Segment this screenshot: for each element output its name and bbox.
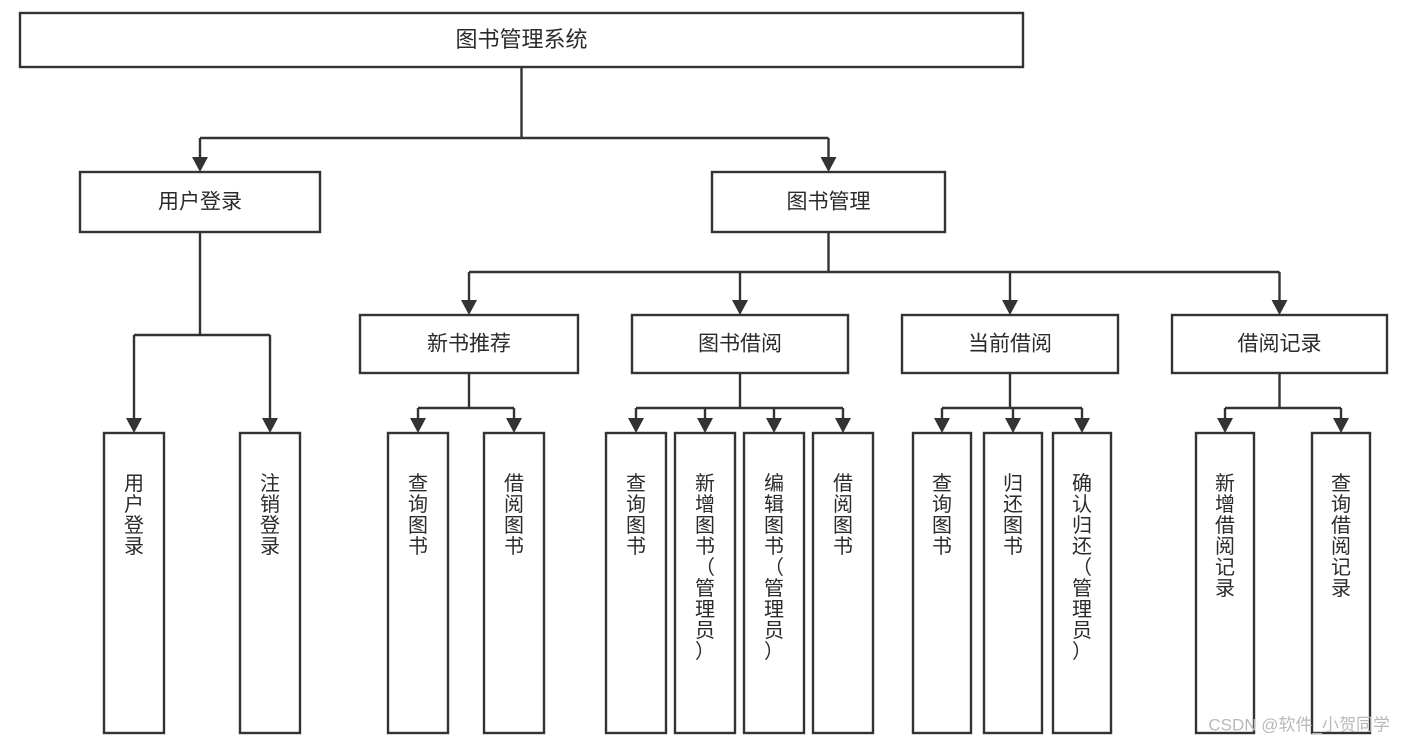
node-label: 新增借阅记录	[1215, 472, 1235, 600]
node-label: 编辑图书（管理员）	[764, 472, 784, 663]
node-leaf-borrow-edit: 编辑图书（管理员）	[742, 431, 806, 735]
node-new-book-recommend: 新书推荐	[358, 313, 580, 375]
arrow-head	[126, 418, 142, 433]
node-label: 借阅记录	[1238, 333, 1322, 356]
node-current-borrow: 当前借阅	[900, 313, 1120, 375]
node-root: 图书管理系统	[18, 11, 1025, 69]
node-box	[386, 431, 450, 735]
node-leaf-current-query: 查询图书	[911, 431, 973, 735]
node-label: 图书借阅	[698, 333, 782, 356]
node-box	[742, 431, 806, 735]
node-label: 查询图书	[408, 472, 428, 558]
node-label: 查询借阅记录	[1331, 472, 1351, 600]
node-leaf-record-query: 查询借阅记录	[1310, 431, 1372, 735]
arrow-head	[766, 418, 782, 433]
node-label: 确认归还（管理员）	[1072, 472, 1092, 663]
node-box	[604, 431, 668, 735]
node-box	[811, 431, 875, 735]
node-box	[1051, 431, 1113, 735]
node-box	[900, 313, 1120, 375]
node-leaf-user-logout: 注销登录	[238, 431, 302, 735]
node-leaf-borrow-lend: 借阅图书	[811, 431, 875, 735]
arrow-head	[410, 418, 426, 433]
arrow-head	[1333, 418, 1349, 433]
arrow-head	[262, 418, 278, 433]
node-book-manage: 图书管理	[710, 170, 947, 234]
arrow-head	[697, 418, 713, 433]
arrow-head	[192, 157, 208, 172]
node-label: 新书推荐	[427, 333, 511, 356]
node-label: 查询图书	[626, 472, 646, 558]
node-box	[630, 313, 850, 375]
arrow-head	[1217, 418, 1233, 433]
node-label: 图书管理	[787, 191, 871, 214]
arrow-head	[628, 418, 644, 433]
node-leaf-recommend-query: 查询图书	[386, 431, 450, 735]
arrow-head	[1271, 300, 1288, 315]
arrow-head	[1074, 418, 1090, 433]
node-leaf-borrow-query: 查询图书	[604, 431, 668, 735]
node-book-borrow: 图书借阅	[630, 313, 850, 375]
arrow-head	[506, 418, 522, 433]
node-box	[1310, 431, 1372, 735]
node-label: 查询图书	[932, 472, 952, 558]
node-leaf-borrow-add: 新增图书（管理员）	[673, 431, 737, 735]
arrow-head	[1002, 300, 1018, 315]
node-label: 注销登录	[260, 472, 280, 558]
node-label: 当前借阅	[968, 333, 1052, 356]
node-box	[102, 431, 166, 735]
node-leaf-current-confirm: 确认归还（管理员）	[1051, 431, 1113, 735]
arrow-head	[732, 300, 748, 315]
arrow-head	[934, 418, 950, 433]
arrow-head	[1005, 418, 1021, 433]
node-label: 借阅图书	[833, 472, 853, 558]
node-label: 借阅图书	[504, 472, 524, 558]
node-leaf-user-login: 用户登录	[102, 431, 166, 735]
node-leaf-record-add: 新增借阅记录	[1194, 431, 1256, 735]
node-leaf-recommend-borrow: 借阅图书	[482, 431, 546, 735]
arrow-head	[461, 300, 477, 315]
node-layer: 图书管理系统用户登录图书管理新书推荐图书借阅当前借阅借阅记录用户登录注销登录查询…	[18, 11, 1389, 735]
node-box	[1194, 431, 1256, 735]
node-leaf-current-return: 归还图书	[982, 431, 1044, 735]
node-label: 图书管理系统	[455, 27, 587, 52]
node-box	[710, 170, 947, 234]
node-box	[982, 431, 1044, 735]
node-box	[482, 431, 546, 735]
node-label: 用户登录	[124, 473, 144, 558]
arrow-head	[820, 157, 837, 172]
node-box	[358, 313, 580, 375]
node-borrow-record: 借阅记录	[1170, 313, 1389, 375]
csdn-watermark: CSDN @软件_小贺同学	[1208, 715, 1390, 734]
node-box	[78, 170, 322, 234]
arrow-head	[835, 418, 851, 433]
connector-layer	[126, 67, 1349, 433]
node-box	[911, 431, 973, 735]
node-user-login: 用户登录	[78, 170, 322, 234]
node-label: 用户登录	[158, 191, 242, 214]
node-label: 新增图书（管理员）	[695, 472, 715, 663]
node-label: 归还图书	[1003, 472, 1023, 558]
node-box	[1170, 313, 1389, 375]
node-box	[238, 431, 302, 735]
node-box	[18, 11, 1025, 69]
node-box	[673, 431, 737, 735]
